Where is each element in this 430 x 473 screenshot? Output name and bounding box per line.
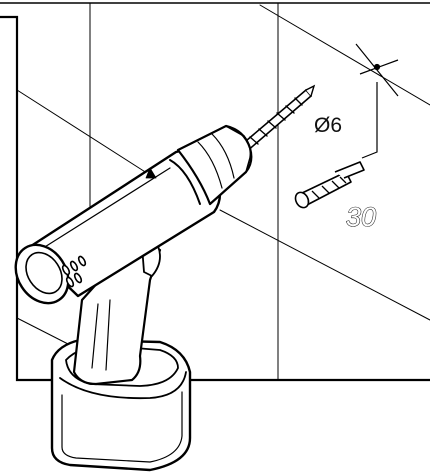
drill-bit-diameter-label: Ø6 — [314, 114, 342, 137]
cordless-drill-icon — [14, 124, 253, 472]
crosshair-mark-icon — [355, 43, 399, 97]
wall-frame — [0, 2, 430, 382]
drill-bit-icon — [238, 84, 316, 154]
wall-plug-length-label: 30 — [346, 202, 376, 232]
dimension-leader — [361, 82, 378, 159]
wall-plug-icon — [294, 161, 365, 209]
